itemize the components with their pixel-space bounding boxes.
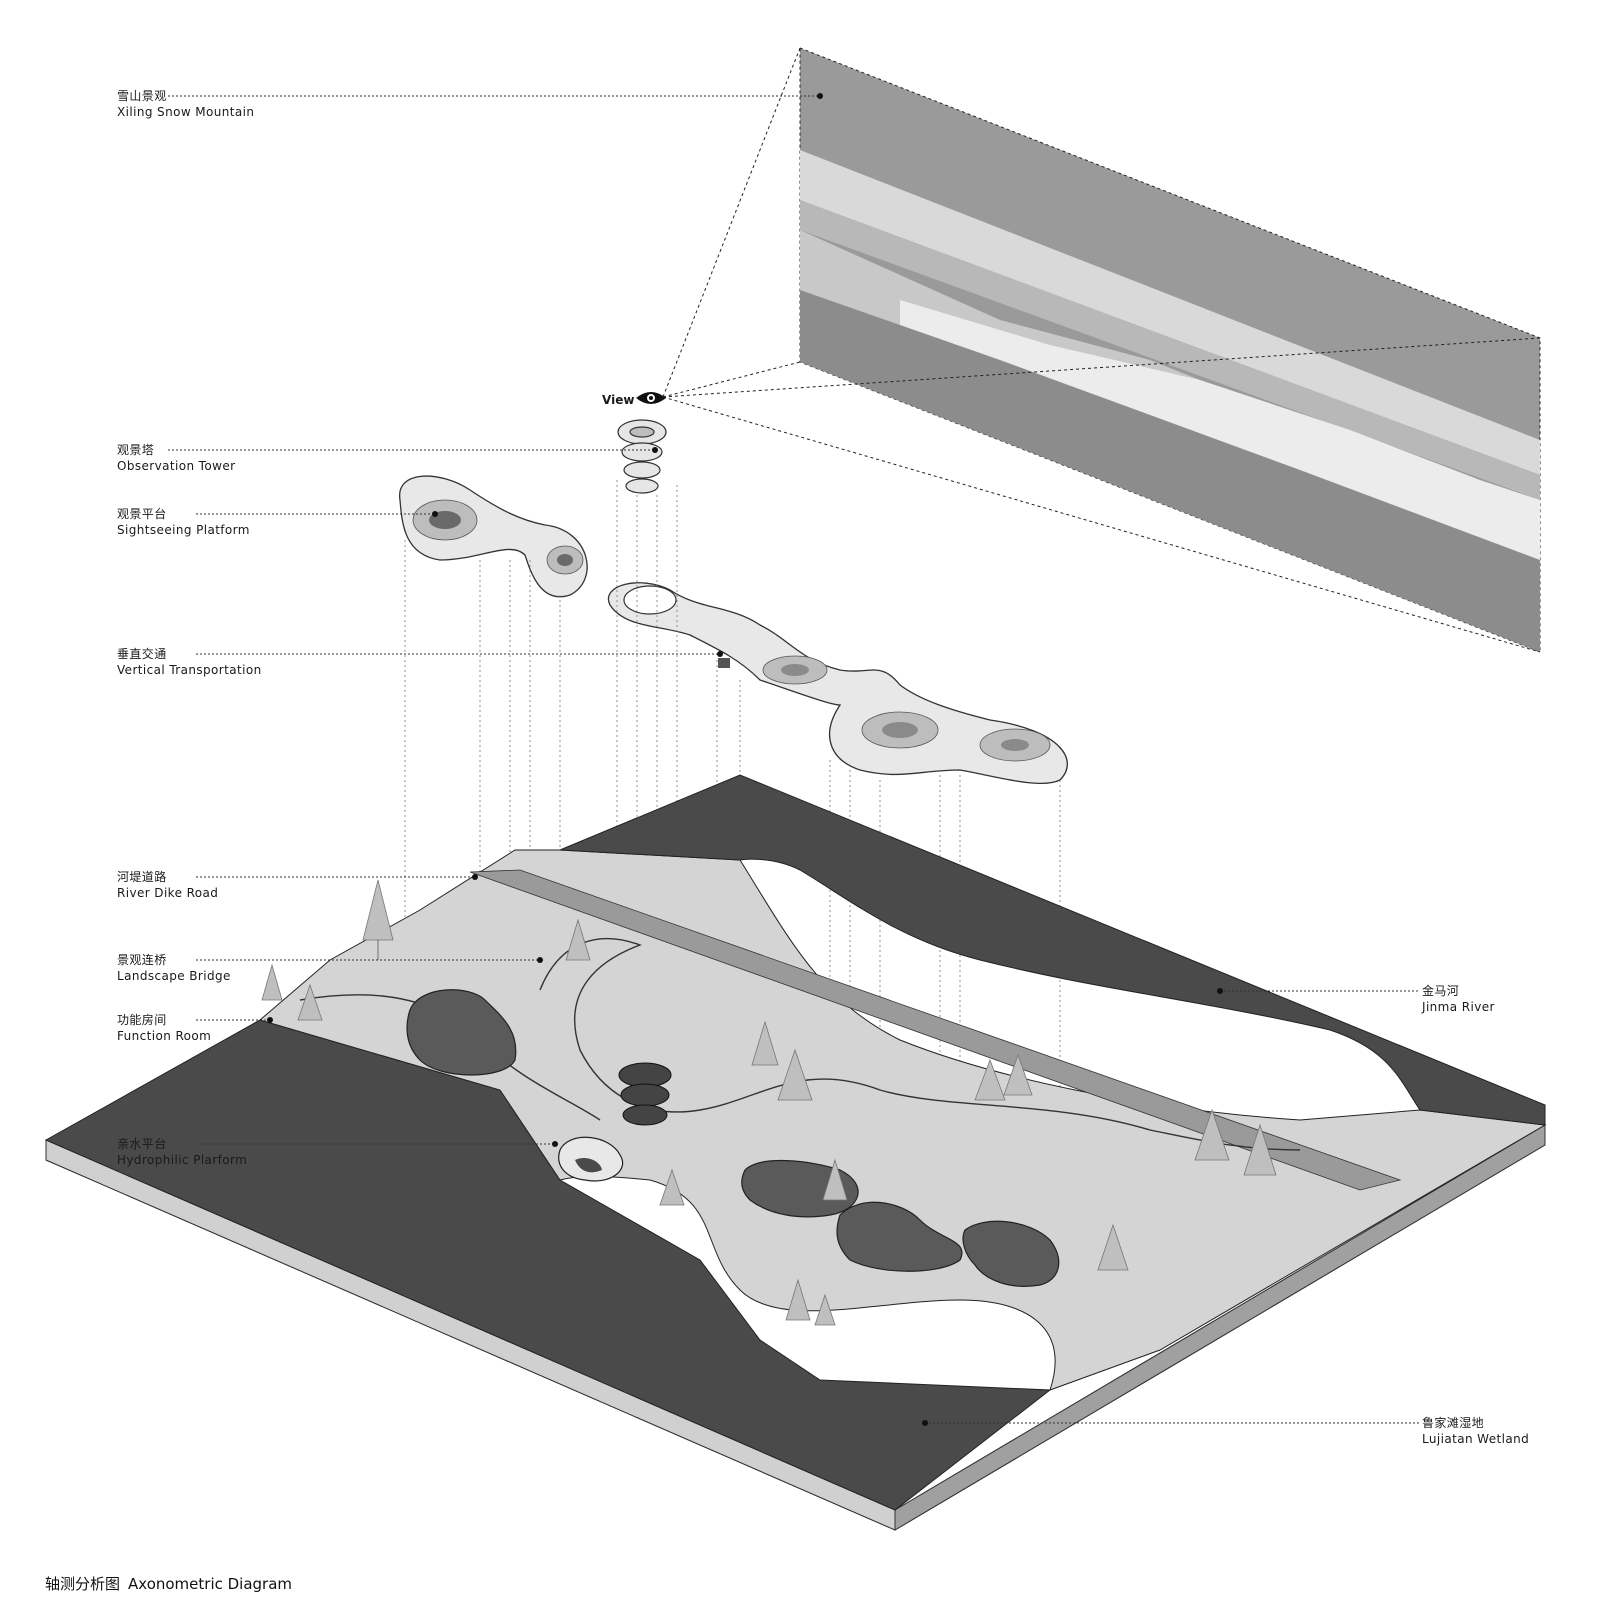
jinma-river-area	[559, 774, 1546, 1126]
snow-mountain-panel	[799, 47, 1541, 653]
land-area	[258, 849, 1547, 1391]
function-rooms	[406, 989, 1060, 1287]
label-leaders	[168, 95, 1420, 1424]
river-dike-road-shape	[469, 869, 1402, 1191]
observation-tower-shape	[617, 419, 667, 494]
observation-tower-onsite	[618, 1062, 672, 1126]
view-label: View	[602, 393, 635, 407]
leader-dots	[267, 93, 1223, 1426]
hydrophilic-platform-shape	[558, 1136, 624, 1182]
caption-zh: 轴测分析图	[45, 1575, 121, 1593]
trees	[261, 879, 1277, 1326]
view-cone-lines	[662, 47, 1541, 653]
eye-icon	[636, 392, 666, 404]
caption-en: Axonometric Diagram	[128, 1575, 293, 1593]
sightseeing-platform-shape	[399, 475, 588, 598]
diagram-caption: 轴测分析图 Axonometric Diagram	[45, 1573, 300, 1594]
vertical-transportation-shape	[607, 582, 1068, 784]
